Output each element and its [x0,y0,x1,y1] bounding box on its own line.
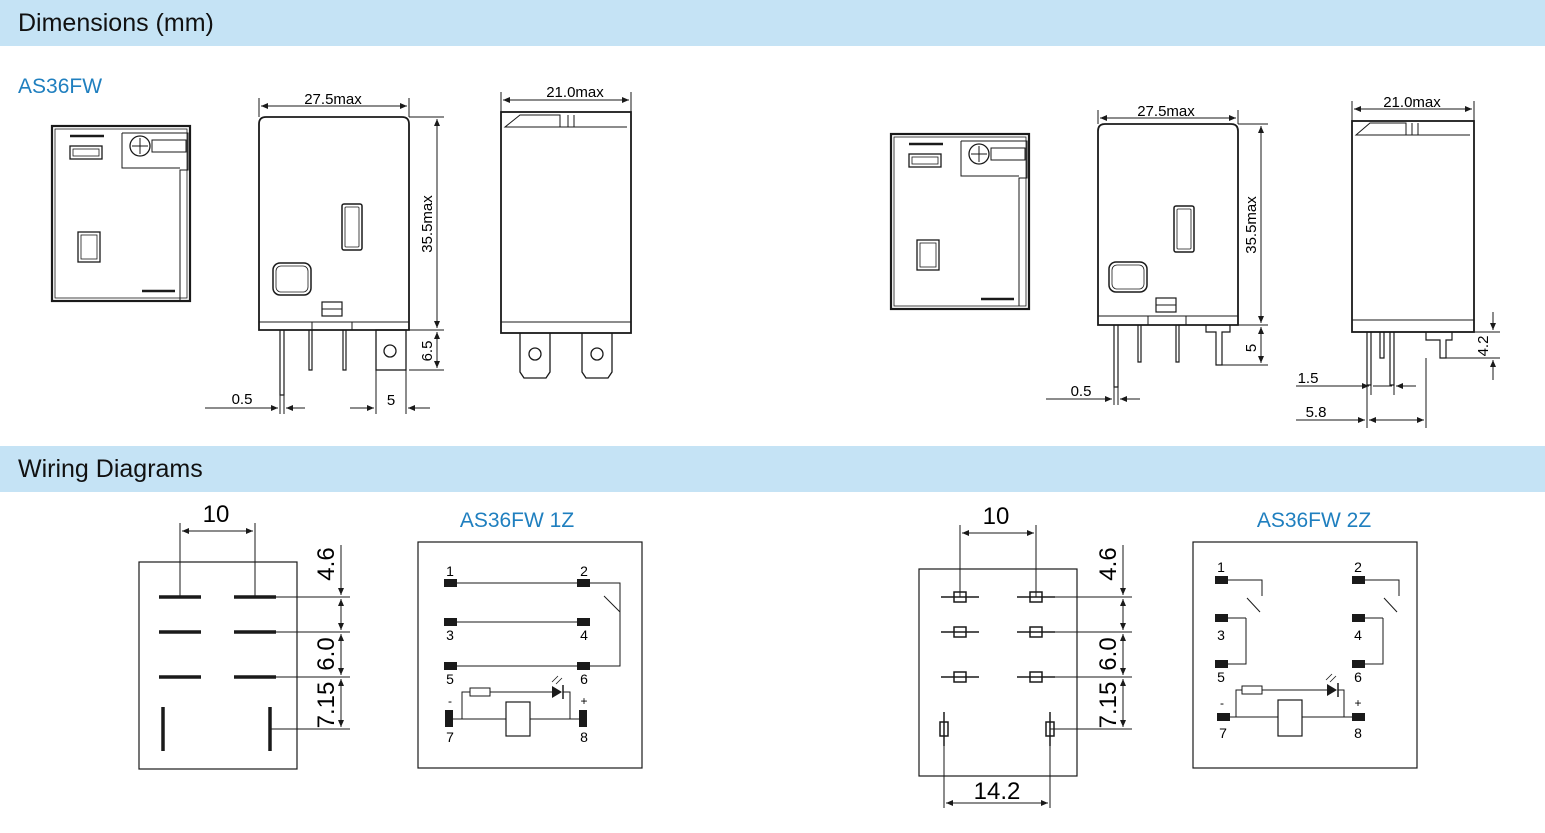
front-left-dimensions [205,98,444,414]
schematic-2z [1192,541,1418,769]
wiring-right-pitch-bottom: 14.2 [974,778,1021,805]
t6-1z: 6 [580,671,588,687]
wiring-left-v2: 6.0 [313,637,340,670]
wiring-left-v1: 4.6 [313,547,340,580]
dim-height-right: 35.5max [1243,196,1260,254]
t7-2z: 7 [1219,725,1227,741]
t5-1z: 5 [446,671,454,687]
dim-pinlen-left: 6.5 [419,341,436,362]
relay-front-view-left [258,116,410,396]
dim-width-left: 27.5max [304,91,362,108]
wiring-right-pitch: 10 [983,503,1010,530]
t3-1z: 3 [446,627,454,643]
minus-1z: - [448,694,452,708]
t1-2z: 1 [1217,559,1225,575]
dim-pinlen-right: 5 [1243,344,1260,352]
wiring-right-title: AS36FW 2Z [1257,509,1372,532]
t7-1z: 7 [446,729,454,745]
plus-2z: + [1354,696,1361,710]
t5-2z: 5 [1217,669,1225,685]
dimensions-model-label: AS36FW [18,75,102,98]
wiring-left-pitch: 10 [203,501,230,528]
wiring-header: Wiring Diagrams [0,446,1545,492]
relay-front-view-right [1097,123,1239,388]
relay-side-view-left [500,111,632,379]
dim-depth-left: 21.0max [546,84,604,101]
plus-1z: + [580,694,587,708]
wiring-left-title: AS36FW 1Z [460,509,575,532]
relay-side-view-right [1351,120,1475,386]
dim-pinthk-right: 0.5 [1071,383,1092,400]
dim-pingap-right: 1.5 [1298,370,1319,387]
dim-pinside-right: 4.2 [1475,336,1492,357]
minus-2z: - [1220,696,1224,710]
socket-footprint-left [138,523,350,770]
dim-pinthk-left: 0.5 [232,391,253,408]
dim-depth-right: 21.0max [1383,94,1441,111]
wiring-right-v2: 6.0 [1095,637,1122,670]
side-left-dimensions [500,92,632,112]
t3-2z: 3 [1217,627,1225,643]
front-right-dimensions [1046,110,1268,405]
wiring-left-v3: 7.15 [313,682,340,729]
dim-lugw-left: 5 [387,392,395,409]
relay-top-view-right [889,132,1031,311]
dimensions-header: Dimensions (mm) [0,0,1545,46]
side-right-dimensions [1296,101,1500,428]
socket-footprint-right [918,525,1132,808]
schematic-1z [417,541,643,769]
wiring-title: Wiring Diagrams [18,455,203,483]
t2-2z: 2 [1354,559,1362,575]
relay-top-view-left [50,124,192,303]
t2-1z: 2 [580,563,588,579]
t4-1z: 4 [580,627,588,643]
dim-pinspan-right: 5.8 [1306,404,1327,421]
dim-width-right: 27.5max [1137,103,1195,120]
t4-2z: 4 [1354,627,1362,643]
wiring-right-v3: 7.15 [1095,682,1122,729]
t8-1z: 8 [580,729,588,745]
t6-2z: 6 [1354,669,1362,685]
wiring-right-v1: 4.6 [1095,547,1122,580]
dim-height-left: 35.5max [419,195,436,253]
t1-1z: 1 [446,563,454,579]
t8-2z: 8 [1354,725,1362,741]
dimensions-title: Dimensions (mm) [18,9,214,37]
